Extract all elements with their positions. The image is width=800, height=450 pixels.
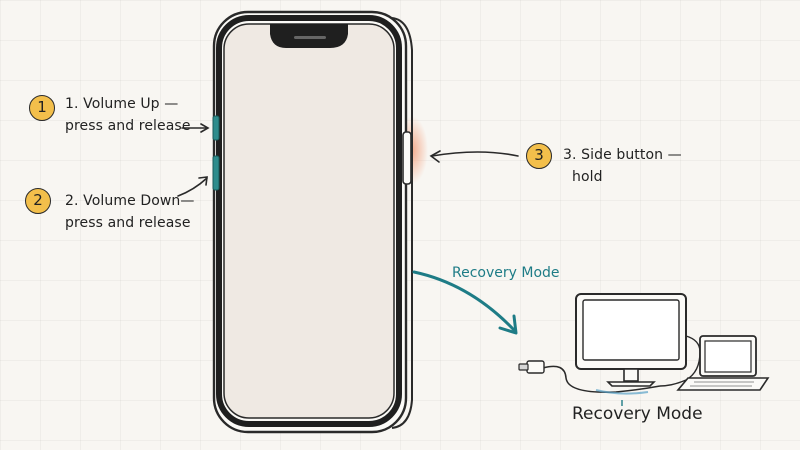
speaker-grille <box>294 36 326 39</box>
step-3-subtitle: hold <box>572 169 603 185</box>
recovery-mode-label: Recovery Mode <box>572 404 703 424</box>
laptop-icon <box>676 335 770 391</box>
side-button <box>402 131 412 185</box>
step-1-subtitle: press and release <box>65 118 191 134</box>
step-2-badge: 2 <box>25 188 51 214</box>
volume-up-button <box>212 115 220 141</box>
recovery-mode-arrow <box>412 270 518 335</box>
phone-screen <box>223 23 395 419</box>
step-2-arrow <box>177 176 208 197</box>
lightning-cable <box>518 360 661 395</box>
volume-down-button <box>212 155 220 191</box>
step-1-arrow <box>181 123 210 133</box>
step-3-badge: 3 <box>526 143 552 169</box>
step-3-title: 3. Side button — <box>563 147 682 163</box>
iphone-illustration <box>212 10 428 434</box>
step-2-subtitle: press and release <box>65 215 191 231</box>
desktop-computer-icon <box>575 293 701 387</box>
step-2-title: 2. Volume Down— <box>65 193 195 209</box>
phone-bezel <box>216 15 402 427</box>
step-3-arrow <box>429 150 519 163</box>
cable-connector <box>526 360 545 374</box>
recovery-arrow-label: Recovery Mode <box>452 265 560 281</box>
step-1-badge: 1 <box>29 95 55 121</box>
step-1-title: 1. Volume Up — <box>65 96 179 112</box>
